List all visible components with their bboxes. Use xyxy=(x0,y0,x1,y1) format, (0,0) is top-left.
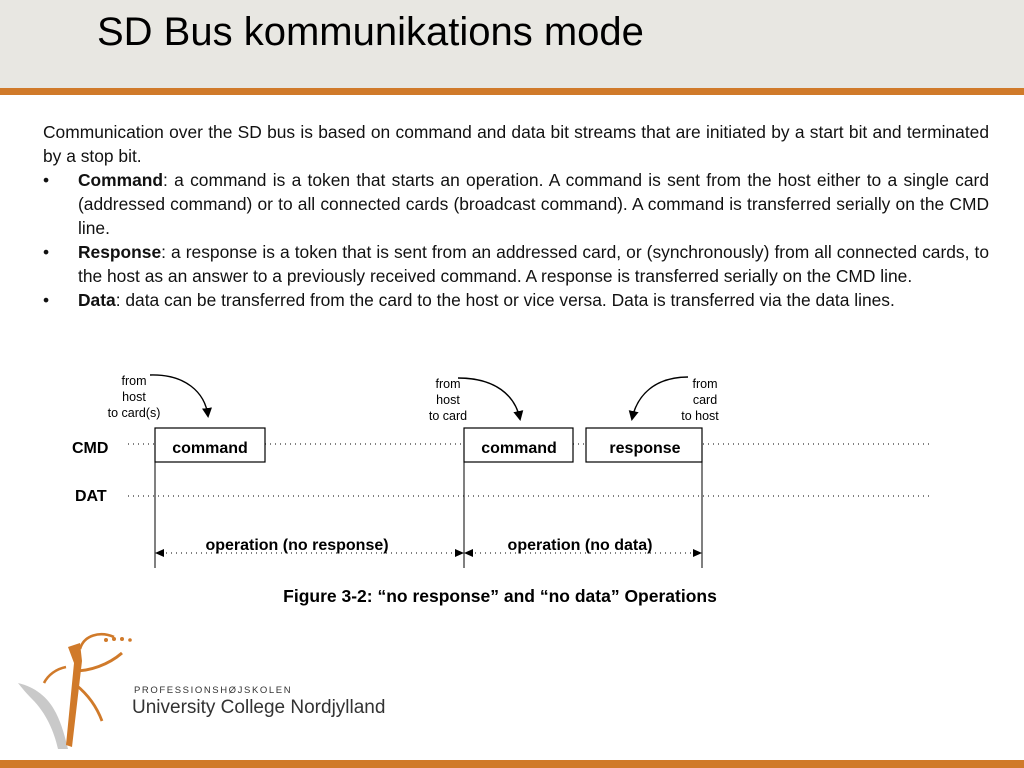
bullet-text: : data can be transferred from the card … xyxy=(115,290,895,310)
arrow-host-to-cards xyxy=(149,374,212,418)
footer-accent-rule xyxy=(0,760,1024,768)
bullet-response: • Response: a response is a token that i… xyxy=(43,240,989,288)
annotation-line: host xyxy=(122,390,146,404)
annotation-line: from xyxy=(122,374,147,388)
command-box-2 xyxy=(463,427,574,463)
arrow-host-to-card xyxy=(457,377,524,421)
bullet-term: Command xyxy=(78,170,164,190)
command-box-2-label: command xyxy=(481,440,557,457)
slide-title: SD Bus kommunikations mode xyxy=(97,10,644,54)
operation-no-data-span xyxy=(464,549,702,557)
operation-no-response-label: operation (no response) xyxy=(205,537,388,554)
bullet-symbol: • xyxy=(43,242,50,262)
operation-no-data-label: operation (no data) xyxy=(508,537,653,554)
annotation-from-host-to-cards: from host to card(s) xyxy=(108,374,161,420)
timing-diagram: from host to card(s) from host to card f… xyxy=(72,374,930,606)
college-logo-icon xyxy=(18,633,132,749)
annotation-from-host-to-card: from host to card xyxy=(429,377,467,423)
bullet-term: Response xyxy=(78,242,162,262)
annotation-line: from xyxy=(693,377,718,391)
annotation-line: to host xyxy=(681,409,719,423)
bullet-text: : a response is a token that is sent fro… xyxy=(78,242,989,286)
intro-paragraph: Communication over the SD bus is based o… xyxy=(43,122,989,166)
institution-small-label: PROFESSIONSHØJSKOLEN xyxy=(134,685,293,696)
bullet-term: Data xyxy=(78,290,116,310)
annotation-line: to card xyxy=(429,409,467,423)
figure-caption: Figure 3-2: “no response” and “no data” … xyxy=(283,586,717,606)
command-box-1-label: command xyxy=(172,440,248,457)
response-box xyxy=(585,427,703,463)
bullet-symbol: • xyxy=(43,290,50,310)
arrow-card-to-host xyxy=(628,376,689,421)
annotation-line: to card(s) xyxy=(108,406,161,420)
annotation-from-card-to-host: from card to host xyxy=(681,377,719,423)
annotation-line: from xyxy=(436,377,461,391)
bullet-list: • Command: a command is a token that sta… xyxy=(43,168,989,312)
bullet-symbol: • xyxy=(43,170,50,190)
header-accent-rule xyxy=(0,88,1024,95)
bullet-command: • Command: a command is a token that sta… xyxy=(43,168,989,240)
cmd-line-label: CMD xyxy=(72,440,108,457)
bullet-text: : a command is a token that starts an op… xyxy=(78,170,989,238)
title-bar xyxy=(0,0,1024,88)
operation-no-response-span xyxy=(155,549,464,557)
annotation-line: card xyxy=(693,393,717,407)
annotation-line: host xyxy=(436,393,460,407)
institution-name: University College Nordjylland xyxy=(132,697,386,718)
dat-line-label: DAT xyxy=(75,488,107,505)
response-box-label: response xyxy=(609,440,680,457)
slide-body: Communication over the SD bus is based o… xyxy=(43,120,989,312)
bullet-data: • Data: data can be transferred from the… xyxy=(43,288,989,312)
command-box-1 xyxy=(154,427,266,463)
